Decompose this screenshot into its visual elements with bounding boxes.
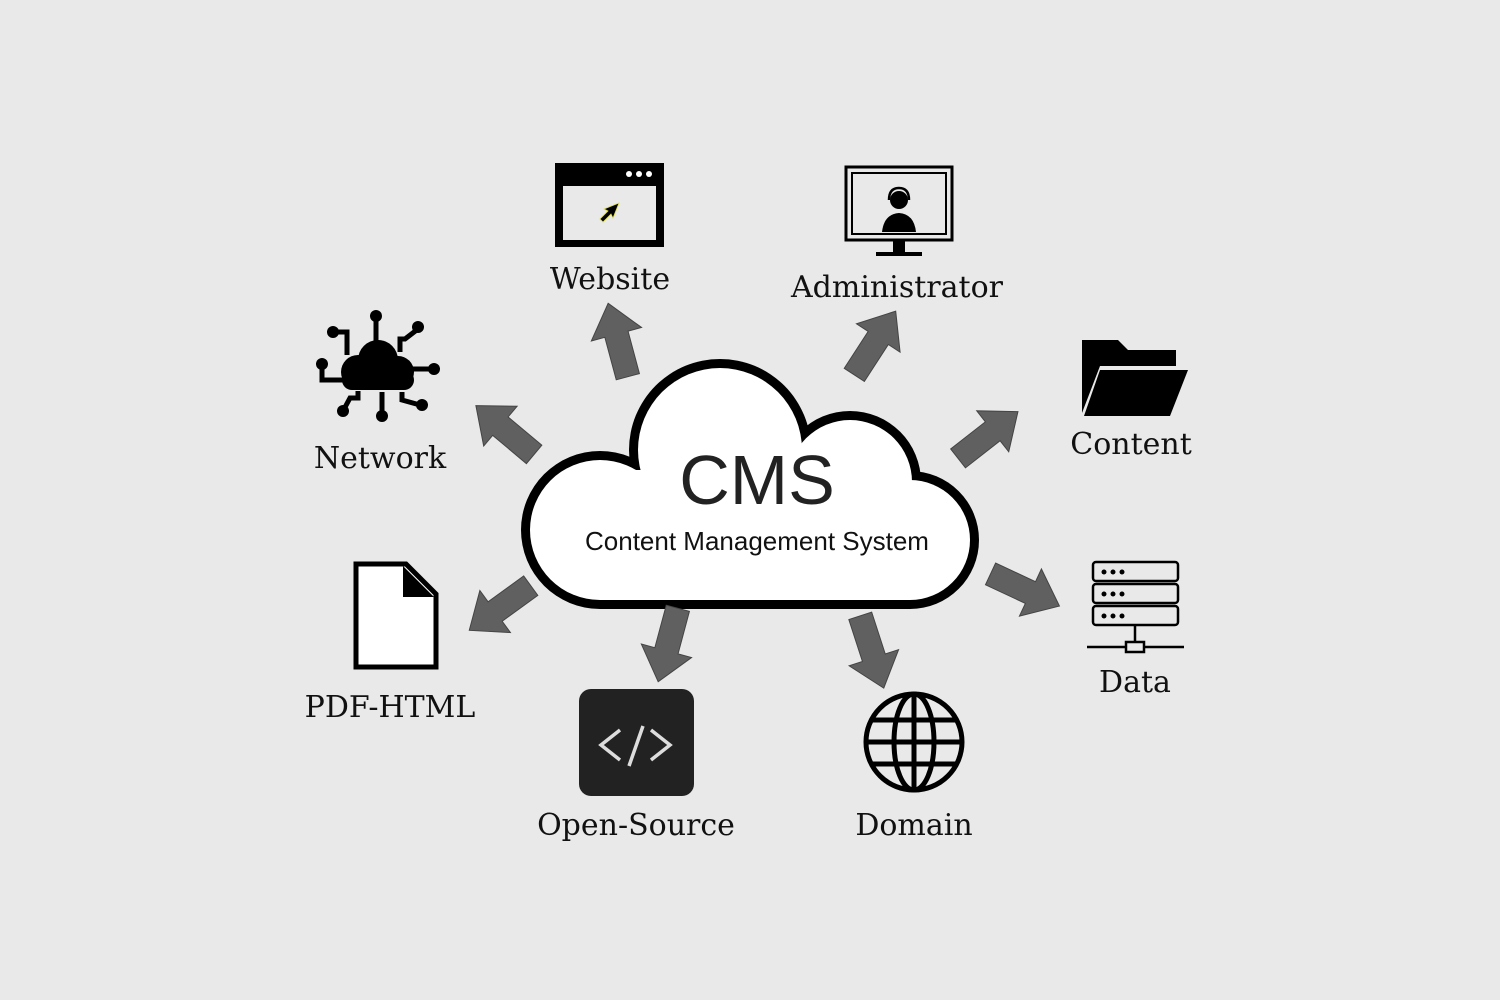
label-data: Data <box>1099 665 1171 700</box>
monitor-admin-icon <box>844 165 954 256</box>
folder-icon <box>1082 340 1188 416</box>
label-administrator: Administrator <box>790 270 1004 305</box>
label-website: Website <box>550 262 670 297</box>
cms-title: CMS <box>679 441 835 519</box>
arrow-pdf-html <box>453 564 547 652</box>
cms-subtitle: Content Management System <box>585 526 929 556</box>
arrow-administrator <box>831 296 919 390</box>
label-open-source: Open-Source <box>537 808 735 843</box>
label-domain: Domain <box>855 808 972 843</box>
code-icon <box>579 689 694 796</box>
document-icon <box>353 561 439 670</box>
label-content: Content <box>1070 427 1192 462</box>
arrow-website <box>582 296 654 384</box>
arrow-network <box>458 385 552 475</box>
globe-icon <box>863 691 965 793</box>
arrow-content <box>941 390 1035 480</box>
arrow-data <box>979 549 1071 631</box>
server-database-icon <box>1087 560 1184 654</box>
browser-window-icon <box>555 163 664 247</box>
label-network: Network <box>314 441 447 476</box>
cms-cloud: CMS Content Management System <box>521 359 979 609</box>
label-pdf-html: PDF-HTML <box>305 690 476 725</box>
cloud-network-icon <box>316 310 440 422</box>
arrow-open-source <box>632 601 704 689</box>
arrow-domain <box>835 607 909 697</box>
